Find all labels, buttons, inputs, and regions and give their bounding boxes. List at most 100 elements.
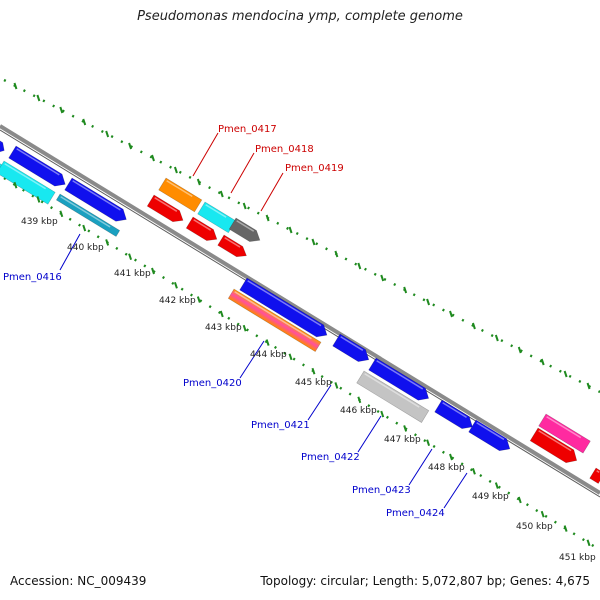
gene-arrow-teal[interactable] [55, 193, 121, 237]
genome-backbone [0, 124, 600, 495]
gene-label-pmen-0424[interactable]: Pmen_0424 [386, 508, 445, 519]
gene-arrow-blue[interactable] [8, 145, 69, 190]
ruler-tick [173, 166, 178, 174]
gene-label-pmen-0422[interactable]: Pmen_0422 [301, 452, 360, 463]
tick-label: 450 kbp [516, 522, 553, 532]
ruler-tick [311, 238, 316, 246]
ruler-tick [59, 106, 64, 114]
ruler-tick [128, 142, 133, 150]
ruler-tick [288, 226, 293, 234]
ruler-tick [36, 94, 41, 102]
gene-arrow-cyan[interactable] [197, 201, 237, 234]
ruler-tick [426, 439, 431, 447]
ruler-tick [517, 346, 522, 354]
label-leader-line [443, 472, 468, 509]
ruler-tick [151, 267, 155, 275]
gene-arrow-red[interactable] [589, 467, 600, 484]
ruler-tick [219, 190, 224, 198]
label-leader-line [260, 172, 284, 212]
tick-label: 448 kbp [428, 463, 465, 473]
tick-label: 446 kbp [340, 406, 377, 416]
gene-arrow-red[interactable] [529, 427, 580, 467]
ruler-tick [563, 525, 568, 532]
ruler-tick [59, 210, 64, 218]
ruler-tick [494, 334, 499, 342]
ruler-tick [265, 214, 270, 222]
tick-label: 441 kbp [114, 269, 151, 279]
ruler-tick [380, 274, 385, 282]
ruler-tick [426, 298, 431, 306]
outer-ruler-dots [3, 78, 600, 394]
ruler-tick [517, 496, 522, 504]
tick-label: 447 kbp [384, 435, 421, 445]
label-leader-line [59, 233, 81, 271]
label-leader-line [408, 448, 433, 486]
ruler-tick [173, 281, 178, 289]
gene-label-pmen-0417[interactable]: Pmen_0417 [218, 124, 277, 135]
ruler-tick [82, 224, 87, 232]
ruler-tick [242, 202, 247, 210]
ruler-tick [494, 482, 499, 489]
ruler-tick [311, 367, 316, 375]
tick-label: 440 kbp [67, 243, 104, 253]
label-leader-line [192, 132, 219, 177]
ruler-tick [219, 310, 224, 318]
tick-label: 442 kbp [159, 296, 196, 306]
tick-label: 444 kbp [250, 350, 287, 360]
ruler-tick [357, 396, 362, 404]
gene-label-pmen-0416[interactable]: Pmen_0416 [3, 272, 62, 283]
gene-arrow-red[interactable] [146, 194, 186, 226]
ruler-tick [563, 370, 568, 378]
gene-arrow-silver[interactable] [356, 370, 430, 424]
ruler-tick [36, 196, 41, 203]
gene-arrow-striped[interactable] [227, 288, 322, 353]
label-leader-line [357, 415, 382, 453]
label-leader-line [239, 340, 265, 379]
ruler-tick [540, 510, 545, 518]
gene-arrow-blue[interactable] [468, 419, 514, 455]
gene-arrow-red[interactable] [217, 234, 250, 261]
gene-arrow-blue[interactable] [434, 399, 476, 433]
tick-label: 439 kbp [21, 217, 58, 227]
gene-arrow-blue[interactable] [64, 177, 130, 225]
gene-label-pmen-0419[interactable]: Pmen_0419 [285, 163, 344, 174]
gene-arrow-cyan[interactable] [0, 160, 56, 205]
label-leader-line [230, 152, 255, 194]
ruler-tick [265, 339, 270, 346]
gene-arrow-magenta[interactable] [538, 413, 591, 454]
ruler-tick [471, 467, 476, 475]
ruler-tick [196, 296, 201, 303]
ruler-tick [586, 382, 591, 390]
map-title: Pseudomonas mendocina ymp, complete geno… [137, 9, 463, 24]
tick-label: 445 kbp [295, 378, 332, 388]
gene-arrow-red[interactable] [185, 216, 220, 245]
ruler-tick [403, 286, 408, 294]
gene-label-pmen-0420[interactable]: Pmen_0420 [183, 378, 242, 389]
gene-label-pmen-0421[interactable]: Pmen_0421 [251, 420, 310, 431]
inner-ruler-dots [3, 176, 600, 552]
gene-arrow-blue[interactable] [368, 357, 433, 404]
gene-arrow-gray[interactable] [228, 217, 263, 246]
ruler-tick [471, 322, 476, 330]
gene-arrow-blue[interactable] [239, 277, 331, 341]
tick-label: 443 kbp [205, 323, 242, 333]
ruler-tick [586, 539, 591, 547]
gene-label-pmen-0418[interactable]: Pmen_0418 [255, 144, 314, 155]
ruler-tick [13, 82, 18, 90]
ruler-tick [196, 178, 201, 186]
ruler-tick [449, 310, 453, 318]
gene-arrow-blue[interactable] [0, 135, 7, 156]
ruler-tick [105, 130, 110, 138]
gene-features [0, 135, 600, 484]
genome-summary-text: Topology: circular; Length: 5,072,807 bp… [260, 574, 590, 588]
ruler-tick [105, 239, 110, 246]
tick-label: 449 kbp [472, 492, 509, 502]
ruler-tick [82, 118, 87, 126]
ruler-tick [540, 358, 545, 366]
tick-label: 451 kbp [559, 553, 596, 563]
gene-label-pmen-0423[interactable]: Pmen_0423 [352, 485, 411, 496]
gene-arrow-blue[interactable] [332, 333, 373, 366]
gene-arrow-orange[interactable] [158, 177, 203, 213]
accession-text: Accession: NC_009439 [10, 574, 147, 588]
ruler-tick [380, 410, 385, 418]
